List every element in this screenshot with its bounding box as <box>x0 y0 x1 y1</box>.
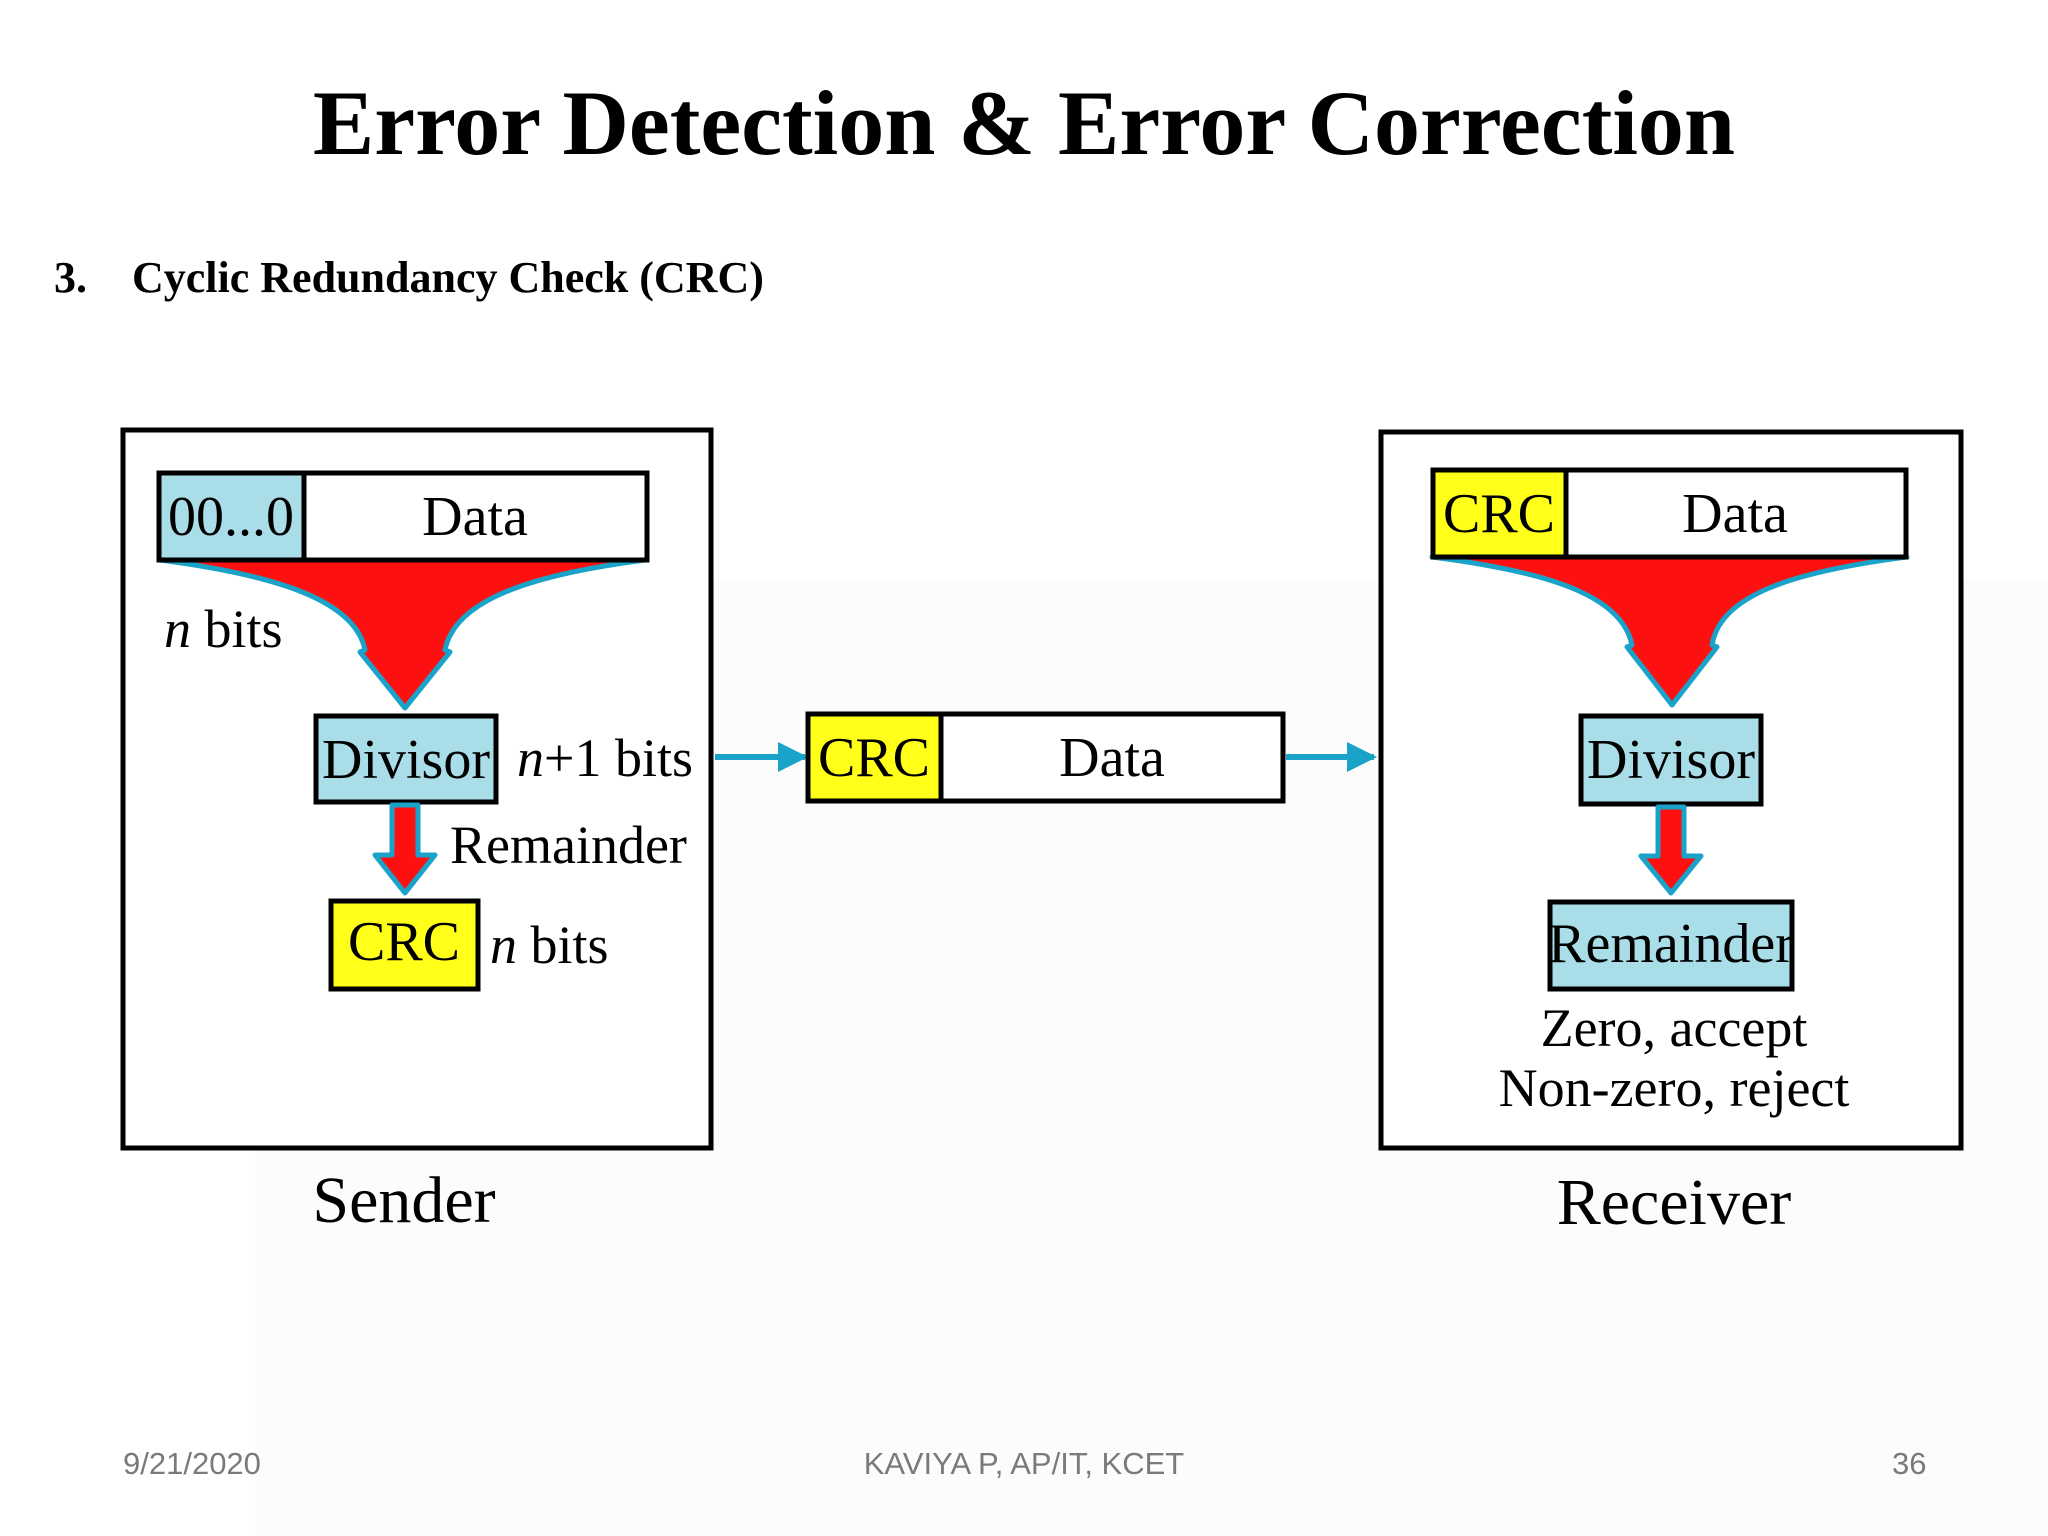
receiver-divisor-box <box>1578 713 1764 807</box>
n-variable: n <box>490 915 517 975</box>
section-number: 3. <box>54 253 87 302</box>
plus-one-bits-text: +1 bits <box>544 728 693 788</box>
channel-data-label: Data <box>1059 727 1165 789</box>
footer-date: 9/21/2020 <box>123 1446 261 1481</box>
sender-remainder-arrow <box>372 802 438 896</box>
receiver-divisor-label: Divisor <box>1587 729 1755 791</box>
channel-crc-box <box>805 711 944 804</box>
receiver-crc-label: CRC <box>1443 483 1555 545</box>
sender-crc-box <box>328 898 481 992</box>
receiver-remainder-box <box>1547 899 1795 992</box>
n-variable: n <box>517 728 544 788</box>
sender-zeros-box <box>156 470 307 563</box>
n-variable: n <box>164 599 191 659</box>
sender-zeros-label: 00...0 <box>168 486 294 548</box>
section-heading: 3. Cyclic Redundancy Check (CRC) <box>54 252 764 303</box>
receiver-crc-box <box>1430 467 1569 560</box>
channel-crc-label: CRC <box>818 727 930 789</box>
footer-author: KAVIYA P, AP/IT, KCET <box>863 1446 1185 1481</box>
receiver-result-nonzero: Non-zero, reject <box>1499 1058 1850 1118</box>
sender-caption: Sender <box>312 1164 495 1237</box>
footer-page-number: 36 <box>1892 1446 1927 1481</box>
section-title: Cyclic Redundancy Check (CRC) <box>132 253 764 302</box>
sender-divisor-label: Divisor <box>322 729 490 791</box>
receiver-remainder-label: Remainder <box>1548 913 1794 975</box>
bits-text: bits <box>517 915 609 975</box>
receiver-caption: Receiver <box>1557 1166 1792 1239</box>
sender-funnel-arrow <box>157 557 648 711</box>
slide-title: Error Detection & Error Correction <box>312 72 1736 174</box>
receiver-remainder-arrow <box>1638 804 1704 896</box>
sender-crc-bits-label: n bits <box>490 915 609 975</box>
sender-n1-bits-label: n+1 bits <box>517 728 693 788</box>
sender-data-label: Data <box>422 486 528 548</box>
sender-remainder-label: Remainder <box>450 815 687 875</box>
sender-data-box <box>301 470 650 563</box>
sender-crc-label: CRC <box>348 911 460 973</box>
sender-n-bits-label: n bits <box>164 599 283 659</box>
receiver-data-box <box>1563 467 1909 560</box>
receiver-result-zero: Zero, accept <box>1541 998 1808 1058</box>
receiver-data-label: Data <box>1682 483 1788 545</box>
channel-data-box <box>938 711 1286 804</box>
sender-divisor-box <box>313 713 499 805</box>
receiver-funnel-arrow <box>1429 554 1910 708</box>
bits-text: bits <box>191 599 283 659</box>
